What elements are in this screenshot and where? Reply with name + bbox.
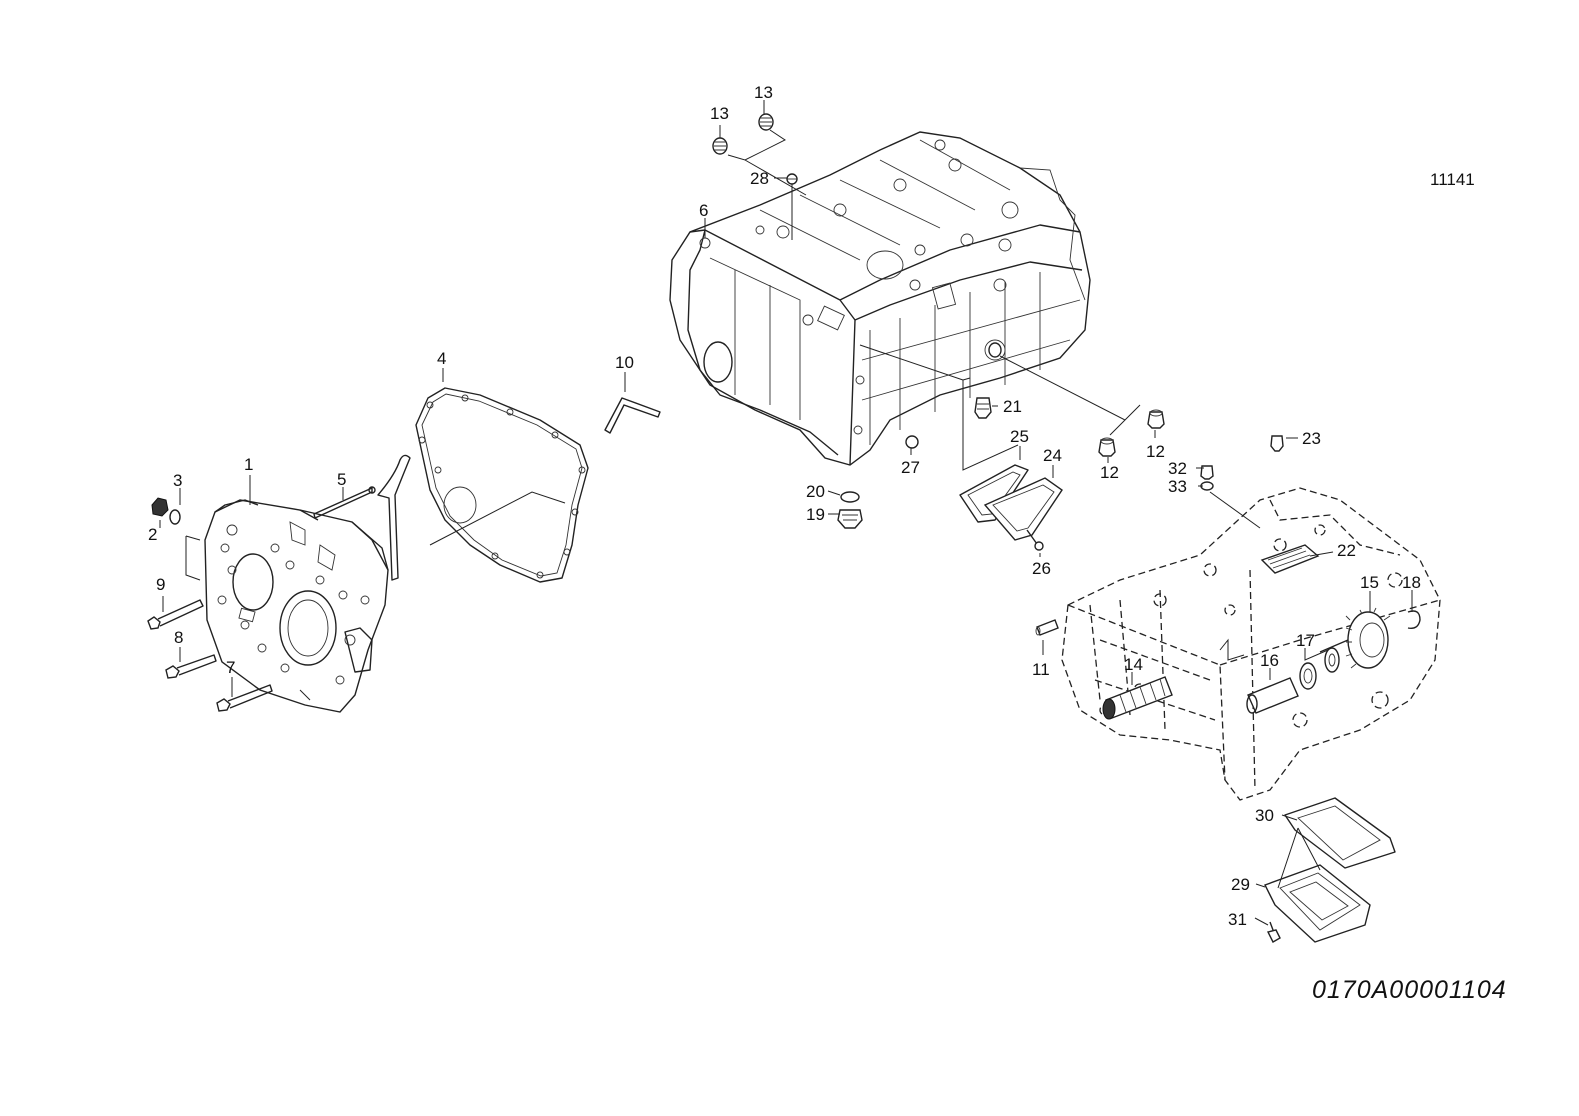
callout-26: 26 [1032,559,1051,578]
cover-24[interactable] [983,477,1063,541]
callout-9: 9 [156,575,165,594]
cover-29[interactable] [1264,864,1371,943]
callout-1: 1 [244,455,253,474]
plug-12c[interactable] [1098,437,1116,457]
callout-7: 7 [226,658,235,677]
callout-23: 23 [1302,429,1321,448]
oil-pipe-5[interactable] [313,454,411,581]
callout-5: 5 [337,470,346,489]
plug-28[interactable] [786,173,798,185]
callout-12a: 12 [1146,442,1165,461]
plug-23[interactable] [1270,435,1284,452]
callout-16: 16 [1260,651,1279,670]
plug-21[interactable] [974,397,992,419]
sleeve-16[interactable] [1246,677,1299,714]
filter-14[interactable] [1102,676,1173,720]
callout-28: 28 [750,169,769,188]
callout-32: 32 [1168,459,1187,478]
plug-32[interactable] [1200,465,1214,480]
screw-26[interactable] [1026,529,1044,551]
diagram-id-label: 11141 [1430,170,1475,189]
callout-20: 20 [806,482,825,501]
rear-cover-plate[interactable] [204,499,389,713]
callout-4: 4 [437,349,446,368]
callout-24: 24 [1043,446,1062,465]
plug-12b[interactable] [1147,409,1165,429]
callout-30: 30 [1255,806,1274,825]
pipe-10[interactable] [604,397,661,434]
callout-15: 15 [1360,573,1379,592]
plug-12a[interactable] [988,342,1002,358]
callout-22: 22 [1337,541,1356,560]
bearing-17b[interactable] [1324,647,1340,673]
callout-17: 17 [1296,631,1315,650]
callout-21: 21 [1003,397,1022,416]
plug-13a[interactable] [712,137,728,155]
name-plate-22[interactable] [1260,544,1320,574]
leader-lines [159,100,1413,926]
callout-29: 29 [1231,875,1250,894]
callout-18: 18 [1402,573,1421,592]
callout-13b: 13 [754,83,773,102]
callout-10: 10 [615,353,634,372]
o-ring-20[interactable] [840,491,860,503]
callouts: 1 2 3 4 5 6 7 8 9 10 11 12 12 12 13 13 1… [148,83,1421,929]
gear-15[interactable] [1319,607,1391,669]
callout-25: 25 [1010,427,1029,446]
callout-27: 27 [901,458,920,477]
callout-14: 14 [1124,655,1143,674]
gasket-30[interactable] [1284,797,1396,869]
seal-ring-3[interactable] [169,509,181,525]
bolt-9[interactable] [147,599,204,630]
callout-19: 19 [806,505,825,524]
screw-31[interactable] [1266,921,1281,943]
plug-13b[interactable] [758,113,774,131]
callout-31: 31 [1228,910,1247,929]
housing-phantom-outline [1061,487,1441,801]
callout-3: 3 [173,471,182,490]
drawing-number-label: 0170A00001104 [1312,976,1507,1004]
pin-11[interactable] [1035,619,1059,636]
callout-8: 8 [174,628,183,647]
callout-33: 33 [1168,477,1187,496]
transmission-housing-6[interactable] [669,131,1091,466]
screw-plug-2[interactable] [151,497,169,517]
circlip-18[interactable] [1407,610,1421,630]
callout-13a: 13 [710,104,729,123]
screw-plug-19[interactable] [837,509,863,529]
callout-11: 11 [1032,660,1050,679]
plug-27[interactable] [905,435,919,449]
bearing-17a[interactable] [1299,662,1317,690]
callout-6: 6 [699,201,708,220]
callout-2: 2 [148,525,157,544]
bolt-7[interactable] [216,684,273,712]
gasket-4[interactable] [415,387,589,583]
bolt-8[interactable] [165,654,217,679]
callout-12b: 12 [1100,463,1119,482]
